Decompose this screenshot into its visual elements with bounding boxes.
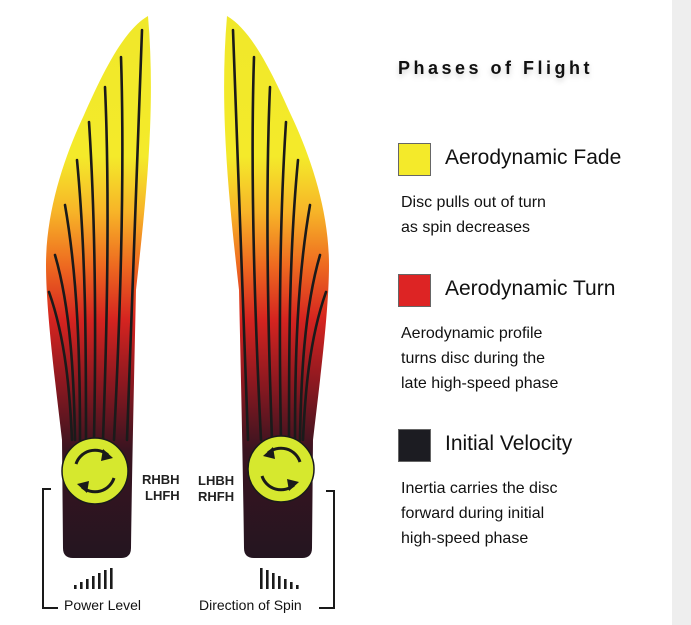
clockwise-arrows-icon [74, 448, 116, 494]
legend-desc-fade-line-1: Disc pulls out of turn [401, 194, 546, 211]
legend-desc-turn-line-3: late high-speed phase [401, 375, 559, 392]
legend-desc-turn: Aerodynamic profile turns disc during th… [401, 321, 558, 396]
legend-label-turn: Aerodynamic Turn [445, 277, 616, 300]
legend-desc-fade: Disc pulls out of turn as spin decreases [401, 190, 546, 240]
legend-item-velocity: Initial Velocity Inertia carries the dis… [398, 429, 668, 549]
legend-desc-turn-line-1: Aerodynamic profile [401, 325, 543, 342]
left-throw-label-2: LHFH [145, 488, 180, 503]
legend-desc-velocity-line-3: high-speed phase [401, 530, 529, 547]
fade-swatch [398, 143, 431, 176]
spin-direction-bars-icon [260, 568, 299, 589]
power-level-bars-icon [74, 568, 113, 589]
right-throw-label-2: RHFH [198, 489, 235, 504]
legend-title: Phases of Flight [398, 58, 594, 78]
direction-of-spin-label: Direction of Spin [199, 597, 302, 613]
legend-label-fade: Aerodynamic Fade [445, 146, 622, 169]
legend-item-fade: Aerodynamic Fade Disc pulls out of turn … [398, 143, 668, 243]
power-level-label: Power Level [64, 597, 142, 613]
right-flight-path [224, 16, 329, 558]
legend-label-velocity: Initial Velocity [445, 432, 573, 455]
page-edge-strip [672, 0, 691, 625]
left-flight-path [46, 16, 151, 558]
counterclockwise-arrows-icon [260, 446, 302, 492]
right-flight-lines [231, 28, 328, 442]
legend-desc-velocity: Inertia carries the disc forward during … [401, 476, 558, 551]
right-bracket [319, 490, 335, 609]
legend-desc-turn-line-2: turns disc during the [401, 350, 546, 367]
legend-desc-velocity-line-1: Inertia carries the disc [401, 480, 558, 497]
legend-desc-velocity-line-2: forward during initial [401, 505, 545, 522]
right-throw-labels: LHBH RHFH [198, 473, 234, 505]
left-spin-disc [61, 437, 129, 505]
turn-swatch [398, 274, 431, 307]
right-spin-disc [247, 435, 315, 503]
legend-item-turn: Aerodynamic Turn Aerodynamic profile tur… [398, 274, 668, 394]
velocity-swatch [398, 429, 431, 462]
left-throw-labels: RHBH LHFH [142, 472, 180, 504]
left-throw-label-1: RHBH [142, 472, 180, 487]
left-bracket [42, 488, 58, 609]
left-flight-lines [47, 28, 144, 442]
right-throw-label-1: LHBH [198, 473, 235, 488]
legend-desc-fade-line-2: as spin decreases [401, 219, 530, 236]
